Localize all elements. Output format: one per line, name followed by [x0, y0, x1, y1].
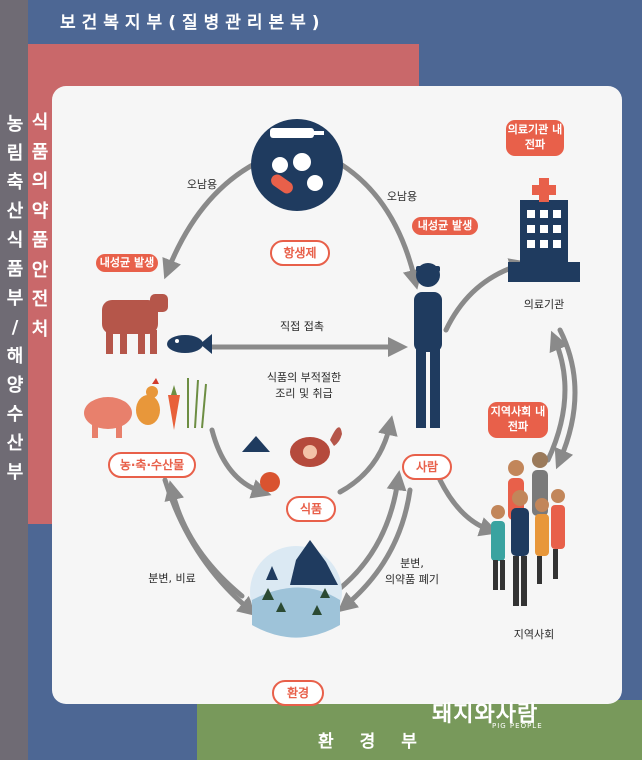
human-icon [414, 263, 442, 428]
node-food: 식품 [286, 496, 336, 522]
watermark: 돼지와사람 PIG PEOPLE [402, 694, 602, 734]
env-band [197, 700, 642, 760]
mafra-char: 부 [6, 462, 24, 483]
community-icon [491, 452, 565, 606]
label-food-handling: 식품의 부적절한 조리 및 취급 [256, 370, 352, 402]
badge-community-line2: 전파 [507, 420, 529, 433]
pig-icon [84, 397, 132, 438]
label-community: 지역사회 [513, 628, 555, 641]
label-misuse-right: 오남용 [386, 190, 418, 203]
label-hospital: 의료기관 [523, 298, 565, 311]
watermark-text: 돼지와사람 [432, 702, 539, 727]
badge-hospital-line2: 전파 [524, 138, 546, 151]
label-misuse-left: 오남용 [186, 178, 218, 191]
environment-icon [250, 540, 342, 638]
arrow-env-to-agri [164, 480, 245, 599]
node-antibiotic: 항생제 [270, 240, 330, 266]
arrow-human-to-community [437, 477, 500, 537]
mfds-char: 전 [31, 289, 49, 310]
antibiotic-icon [251, 119, 343, 211]
mafra-char: 수 [6, 404, 24, 425]
arrow-env-to-human [335, 470, 407, 593]
arrow-antibiotic-to-human [331, 157, 423, 290]
mfds-char: 품 [31, 141, 49, 163]
mfds-char: 식 [31, 112, 49, 133]
label-waste-line1: 분변, [400, 557, 424, 570]
label-manure: 분변, 비료 [148, 572, 196, 585]
mohw-label: 보건복지부(질병관리본부) [60, 13, 326, 33]
label-food-handling-line1: 식품의 부적절한 [266, 371, 342, 384]
mfds-char: 의 [31, 171, 49, 192]
badge-community-line1: 지역사회 내 [490, 405, 546, 418]
mafra-char: 식 [6, 230, 24, 251]
mfds-char: 약 [31, 200, 49, 222]
cow-icon [102, 294, 168, 354]
carrot-icon [168, 385, 180, 430]
arrow-food-to-human [337, 415, 398, 495]
watermark-sub: PIG PEOPLE [492, 722, 543, 730]
fish-icon [167, 334, 212, 354]
label-direct-contact: 직접 접촉 [280, 320, 324, 333]
badge-resistance-human: 내성균 발생 [412, 217, 478, 235]
arrow-human-to-env [337, 487, 413, 613]
food-icon [242, 427, 342, 492]
badge-community-spread: 지역사회 내 전파 [488, 402, 548, 438]
mafra-char: 산 [6, 201, 24, 222]
badge-resistance-animal: 내성균 발생 [96, 254, 158, 272]
chicken-icon [136, 378, 160, 425]
wheat-icon [187, 378, 207, 429]
mfds-char: 안 [31, 259, 49, 281]
mafra-char: / [11, 317, 19, 338]
badge-hospital-spread: 의료기관 내 전파 [506, 120, 564, 156]
node-environment: 환경 [272, 680, 324, 706]
arrow-antibiotic-to-agri [162, 157, 265, 280]
mafra-char: 양 [6, 375, 24, 396]
mafra-char: 부 [6, 288, 24, 309]
label-waste-line2: 의약품 폐기 [384, 573, 440, 586]
mafra-char: 산 [6, 433, 24, 454]
node-agri: 농·축·수산물 [108, 452, 196, 478]
badge-hospital-line1: 의료기관 내 [507, 123, 563, 136]
mafra-char: 림 [6, 143, 24, 164]
mafra-band [0, 0, 28, 760]
mfds-char: 처 [31, 318, 49, 340]
mfds-char: 품 [31, 230, 49, 251]
env-label: 환경부 [318, 732, 443, 752]
mafra-char: 해 [6, 346, 24, 367]
label-food-handling-line2: 조리 및 취급 [275, 387, 333, 400]
label-waste: 분변, 의약품 폐기 [376, 556, 448, 588]
arrow-community-to-hospital [545, 330, 569, 463]
mafra-char: 축 [6, 172, 24, 193]
node-human: 사람 [402, 454, 452, 480]
arrow-agri-to-food [209, 427, 272, 499]
mafra-char: 농 [6, 114, 24, 135]
hospital-icon [508, 178, 580, 282]
mafra-char: 품 [6, 259, 24, 280]
arrow-hospital-to-community [554, 327, 578, 470]
